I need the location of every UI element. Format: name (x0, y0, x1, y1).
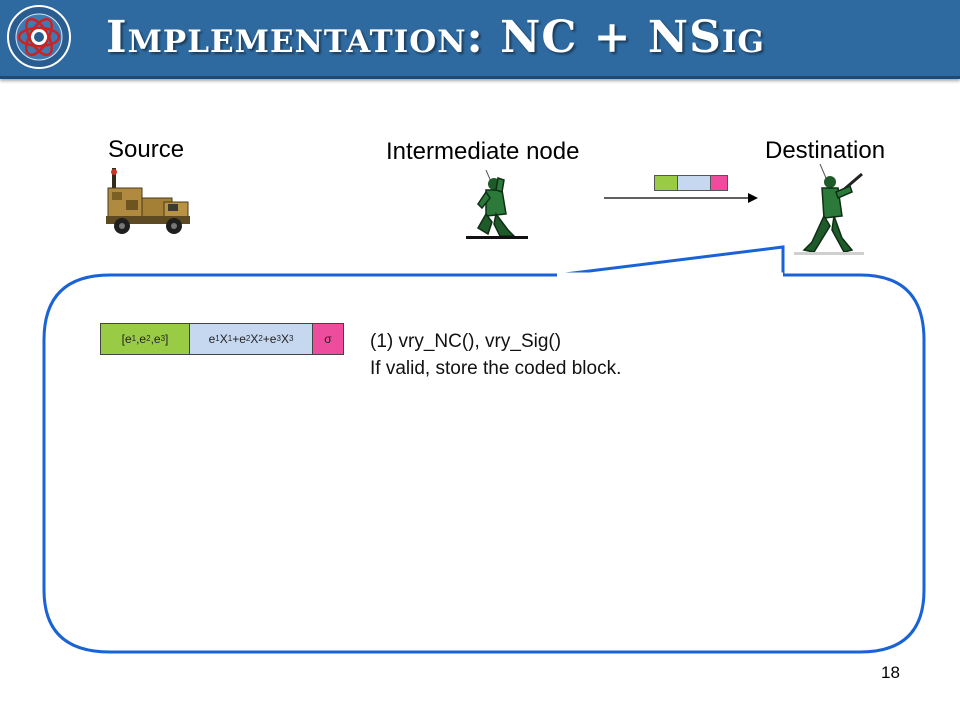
packet-coeff-segment (655, 176, 678, 190)
step-line-2: If valid, store the coded block. (370, 358, 622, 379)
verification-step: (1) vry_NC(), vry_Sig() If valid, store … (370, 328, 621, 382)
page-number: 18 (881, 663, 900, 682)
standing-soldier-icon (794, 164, 864, 255)
source-label: Source (108, 136, 185, 163)
military-truck-icon (106, 168, 190, 234)
kneeling-soldier-icon (466, 170, 528, 239)
intermediate-node-label: Intermediate node (386, 138, 580, 165)
slide-title: Implementation: NC + NSig (106, 12, 765, 63)
transmission-arrow (604, 193, 758, 203)
packet-signature-segment (711, 176, 727, 190)
title-bar: Implementation: NC + NSig (0, 0, 960, 79)
signature-sigma: σ (313, 324, 343, 354)
packet-payload-segment (678, 176, 711, 190)
destination-label: Destination (765, 137, 886, 164)
packet-in-transit (654, 175, 728, 191)
step-line-1: (1) vry_NC(), vry_Sig() (370, 331, 562, 352)
ita-emblem-icon (7, 5, 71, 69)
